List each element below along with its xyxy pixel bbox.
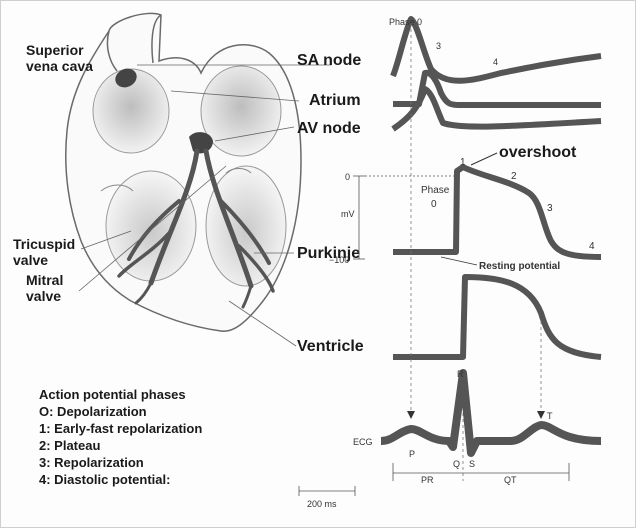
annot-phase1: 1 [460, 157, 466, 168]
phase-legend: Action potential phases O: Depolarizatio… [39, 387, 202, 487]
annot-phase2: 2 [511, 171, 517, 182]
annot-overshoot: overshoot [499, 144, 577, 161]
ventricle-trace [393, 277, 601, 357]
label-sa-node: SA node [297, 52, 361, 69]
label-atrium: Atrium [309, 92, 361, 109]
label-mitral: Mitral [26, 272, 63, 288]
legend-item: O: Depolarization [39, 404, 147, 419]
label-av-node: AV node [297, 120, 361, 137]
annot-phase0-top: Phase 0 [389, 17, 422, 27]
annot-resting-potential: Resting potential [479, 261, 560, 272]
annot-phase3-top: 3 [436, 41, 441, 51]
legend-item: 4: Diastolic potential: [39, 472, 170, 487]
annot-phase0-num: 0 [431, 199, 437, 210]
av-node-trace [393, 89, 601, 129]
heart-outline [66, 13, 301, 331]
annot-phase3: 3 [547, 203, 553, 214]
axis-zero: 0 [345, 172, 350, 182]
legend-title: Action potential phases [39, 387, 186, 402]
legend-item: 3: Repolarization [39, 455, 144, 470]
label-tricuspid: Tricuspid [13, 236, 75, 252]
guide-arrow-t [537, 411, 545, 419]
legend-item: 2: Plateau [39, 438, 100, 453]
resting-arrow [441, 257, 477, 265]
label-vena-cava: vena cava [26, 58, 93, 74]
ecg-t: T [547, 411, 553, 421]
annot-phase0-label: Phase [421, 185, 450, 196]
axis-mv: mV [341, 209, 355, 219]
label-tricuspid-valve: valve [13, 252, 48, 268]
ecg-s: S [469, 459, 475, 469]
interval-brackets [393, 463, 569, 481]
guide-arrow-p [407, 411, 415, 419]
left-atrium-chamber [201, 66, 281, 156]
ecg-q: Q [453, 459, 460, 469]
label-ventricle: Ventricle [297, 338, 364, 355]
purkinje-trace [393, 167, 601, 257]
ecg-label: ECG [353, 437, 373, 447]
heart-illustration [66, 13, 301, 331]
label-mitral-valve: valve [26, 288, 61, 304]
legend-item: 1: Early-fast repolarization [39, 421, 202, 436]
ecg-qt: QT [504, 475, 517, 485]
scale-bar-label: 200 ms [307, 499, 337, 509]
label-superior: Superior [26, 42, 84, 58]
annot-phase4-top: 4 [493, 57, 498, 67]
axis-minus100: −100 [329, 255, 349, 265]
ecg-pr: PR [421, 475, 434, 485]
scale-bar [299, 486, 355, 496]
overshoot-arrow [471, 153, 497, 165]
ecg-r: R [457, 369, 464, 379]
ecg-p: P [409, 449, 415, 459]
annot-phase4: 4 [589, 241, 595, 252]
